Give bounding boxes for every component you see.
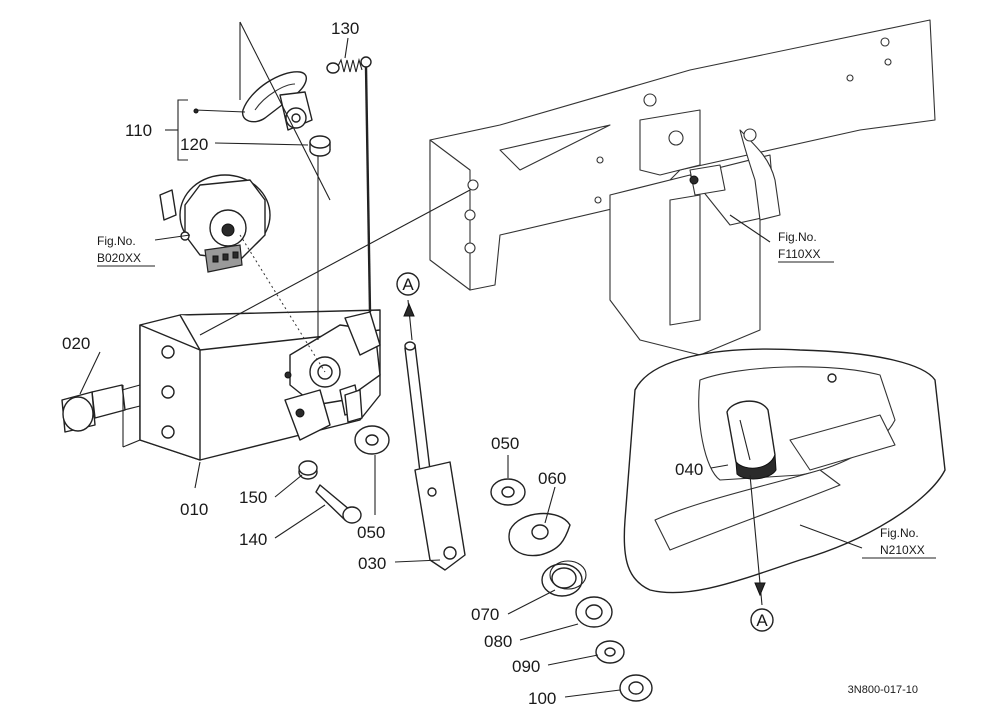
fig-ref-b020: Fig.No. B020XX xyxy=(97,234,155,267)
fig-ref-f110-prefix: Fig.No. xyxy=(778,230,817,244)
arm-110 xyxy=(241,71,313,131)
collar-080 xyxy=(575,596,613,628)
knob-040 xyxy=(726,400,777,480)
nut-100 xyxy=(619,674,653,702)
fig-ref-n210-prefix: Fig.No. xyxy=(880,526,919,540)
nut-150 xyxy=(298,460,318,480)
rod-030 xyxy=(404,341,466,571)
label-050-left: 050 xyxy=(357,523,385,542)
fig-ref-f110: Fig.No. F110XX xyxy=(778,230,834,263)
washer-050-right xyxy=(490,478,526,506)
label-020: 020 xyxy=(62,334,90,353)
label-090: 090 xyxy=(512,657,540,676)
arrow-down-to-a xyxy=(754,582,766,597)
collar-120 xyxy=(309,135,331,157)
label-110: 110 xyxy=(125,121,152,140)
washer-090 xyxy=(595,640,625,664)
fig-ref-n210-code: N210XX xyxy=(880,543,925,557)
label-030: 030 xyxy=(358,554,386,573)
connector-a-top: A xyxy=(396,272,420,296)
label-120: 120 xyxy=(180,135,208,154)
label-100: 100 xyxy=(528,689,556,708)
arrow-up-to-a xyxy=(403,302,415,317)
screw-140 xyxy=(315,484,362,524)
label-080: 080 xyxy=(484,632,512,651)
connector-a-bottom-label: A xyxy=(756,611,768,630)
fig-ref-b020-code: B020XX xyxy=(97,251,141,265)
sensor-b020 xyxy=(159,174,271,273)
label-060: 060 xyxy=(538,469,566,488)
label-040: 040 xyxy=(675,460,703,479)
spring-130 xyxy=(326,56,372,313)
part-labels: 130 110 120 020 010 150 140 050 030 050 … xyxy=(62,19,703,708)
drawing-number: 3N800-017-10 xyxy=(848,684,918,696)
label-050-right: 050 xyxy=(491,434,519,453)
frame-assembly xyxy=(429,19,936,356)
label-130: 130 xyxy=(331,19,359,38)
label-150: 150 xyxy=(239,488,267,507)
spring-070 xyxy=(541,560,587,597)
fig-ref-n210: Fig.No. N210XX xyxy=(862,526,936,559)
label-140: 140 xyxy=(239,530,267,549)
plate-060 xyxy=(508,512,571,557)
connector-a-bottom: A xyxy=(750,608,774,632)
fig-ref-f110-code: F110XX xyxy=(778,247,820,261)
label-070: 070 xyxy=(471,605,499,624)
fig-ref-b020-prefix: Fig.No. xyxy=(97,234,136,248)
bracket-110 xyxy=(165,99,199,161)
bolt-020 xyxy=(61,384,141,433)
leader-lines xyxy=(79,21,863,698)
connector-a-top-label: A xyxy=(402,275,414,294)
washer-050-left xyxy=(344,389,390,455)
label-010: 010 xyxy=(180,500,208,519)
